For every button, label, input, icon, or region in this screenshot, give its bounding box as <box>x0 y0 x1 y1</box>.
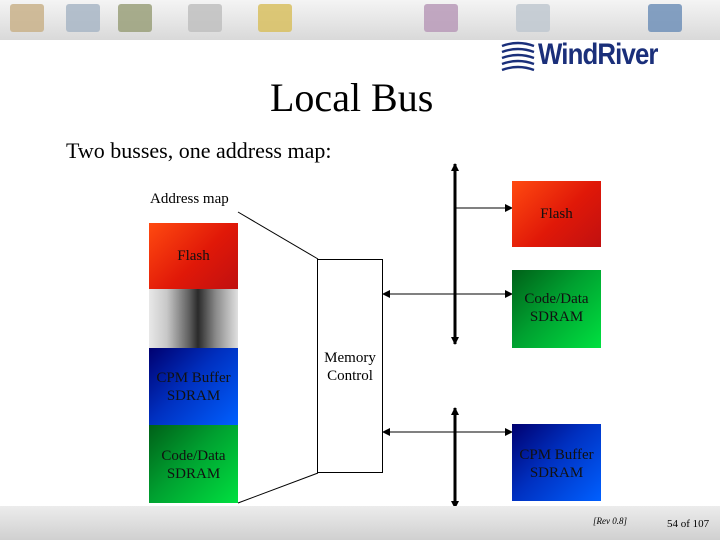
header-thumbnail <box>10 4 44 32</box>
header-thumbnail <box>258 4 292 32</box>
address-map-flash-label: Flash <box>177 248 210 264</box>
device-cpm-label-2: SDRAM <box>529 465 584 481</box>
device-flash-label: Flash <box>540 206 573 222</box>
header-thumbnail <box>648 4 682 32</box>
header-thumbnail <box>188 4 222 32</box>
address-map-flash: Flash <box>149 223 238 289</box>
device-flash: Flash <box>512 181 601 247</box>
memory-control-label-2: Control <box>327 368 373 384</box>
device-code-label-1: Code/Data <box>524 291 589 307</box>
header-thumbnail <box>118 4 152 32</box>
header-thumbnail <box>424 4 458 32</box>
device-code-label-2: SDRAM <box>529 309 584 325</box>
windriver-logo-icon <box>501 41 535 72</box>
device-cpm-buffer: CPM Buffer SDRAM <box>512 424 601 501</box>
address-map-code-label-2: SDRAM <box>166 466 221 482</box>
address-map-cpm-buffer: CPM Buffer SDRAM <box>149 348 238 425</box>
address-map-label: Address map <box>150 191 229 207</box>
address-map-code-data: Code/Data SDRAM <box>149 425 238 503</box>
address-map-code-label-1: Code/Data <box>161 448 226 464</box>
memory-control-box <box>317 259 383 473</box>
address-map-cpm-label-2: SDRAM <box>166 388 221 404</box>
memory-control-label-1: Memory <box>324 350 376 366</box>
address-map-cpm-label-1: CPM Buffer <box>156 370 231 386</box>
page-number: 54 of 107 <box>667 518 710 530</box>
map-connector-top <box>237 211 319 260</box>
slide-title: Local Bus <box>270 75 434 120</box>
header-thumbnail <box>516 4 550 32</box>
slide-subtitle: Two busses, one address map: <box>66 138 332 163</box>
revision-label: [Rev 0.8] <box>593 516 627 526</box>
device-code-data: Code/Data SDRAM <box>512 270 601 348</box>
header-thumbnail <box>66 4 100 32</box>
map-connector-bottom <box>237 472 319 504</box>
header-banner <box>0 0 720 40</box>
footer-banner <box>0 506 720 540</box>
device-cpm-label-1: CPM Buffer <box>519 447 594 463</box>
address-map-unmapped <box>149 289 238 348</box>
logo-text: WindRiver <box>538 38 658 71</box>
